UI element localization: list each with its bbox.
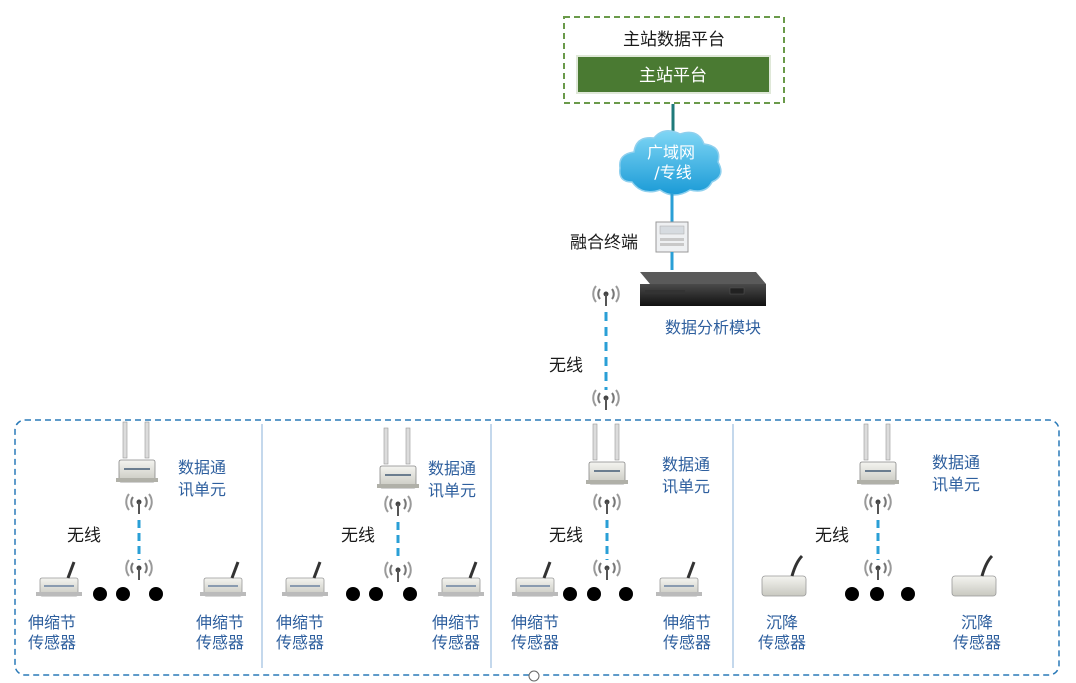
- unit-label-line2: 讯单元: [428, 481, 476, 500]
- wireless-label: 无线: [341, 526, 375, 546]
- unit-label-line2: 讯单元: [662, 477, 710, 496]
- wireless-signal-icon: [593, 493, 621, 515]
- group-3: 数据通 讯单元 无线 伸缩节 传感器 伸缩节 传感器: [510, 423, 711, 652]
- terminal-label: 融合终端: [570, 233, 638, 253]
- ellipsis-dot: [369, 587, 383, 601]
- settlement-sensor-icon: [760, 554, 808, 598]
- ellipsis-dot: [346, 587, 360, 601]
- master-platform-box: [576, 55, 771, 94]
- unit-label-line2: 讯单元: [932, 475, 980, 494]
- ellipsis-dot: [149, 587, 163, 601]
- ellipsis-dot: [619, 587, 633, 601]
- fusion-terminal-icon: [655, 221, 689, 253]
- wireless-label: 无线: [815, 526, 849, 546]
- sensor-left-label-1: 沉降: [766, 613, 798, 632]
- unit-label-line1: 数据通: [428, 459, 476, 478]
- master-platform-label: 主站平台: [639, 66, 707, 86]
- data-comm-unit-icon: [115, 421, 159, 483]
- group-4: 数据通 讯单元 无线 沉降 传感器 沉降 传感器: [758, 423, 1001, 652]
- unit-label-line1: 数据通: [662, 455, 710, 474]
- wan-cloud-icon: [619, 130, 722, 196]
- frame-handle: [528, 670, 540, 682]
- unit-label-line1: 数据通: [178, 458, 226, 477]
- wireless-signal-icon: [864, 559, 892, 581]
- group-1: 数据通 讯单元 无线 伸缩节 传感器 伸缩节 传感器: [28, 421, 248, 652]
- master-platform-title: 主站数据平台: [623, 30, 725, 50]
- ellipsis-dot: [901, 587, 915, 601]
- ellipsis-dot: [93, 587, 107, 601]
- unit-label-line2: 讯单元: [178, 480, 226, 499]
- wireless-label: 无线: [549, 526, 583, 546]
- hub-wireless-signal-icon: [592, 389, 620, 411]
- sensor-right-label-2: 传感器: [663, 633, 711, 652]
- data-comm-unit-icon: [856, 423, 900, 485]
- data-comm-unit-icon: [585, 423, 629, 485]
- expansion-joint-sensor-icon: [654, 560, 704, 598]
- sensor-right-label-1: 伸缩节: [432, 613, 480, 632]
- group-2: 数据通 讯单元 无线 伸缩节 传感器 伸缩节 传感器: [276, 427, 486, 652]
- ellipsis-dot: [403, 587, 417, 601]
- wan-cloud-label-2: /专线: [654, 163, 691, 182]
- unit-label-line1: 数据通: [932, 453, 980, 472]
- top-wireless-label: 无线: [549, 356, 583, 376]
- sensor-left-label-1: 伸缩节: [511, 613, 559, 632]
- master-platform-frame: [563, 16, 785, 104]
- sensor-left-label-1: 伸缩节: [276, 613, 324, 632]
- sensor-right-label-2: 传感器: [432, 633, 480, 652]
- wireless-signal-icon: [384, 561, 412, 583]
- sensor-right-label-1: 伸缩节: [196, 613, 244, 632]
- wan-cloud-label-1: 广域网: [647, 143, 695, 162]
- sensor-right-label-2: 传感器: [196, 633, 244, 652]
- ellipsis-dot: [845, 587, 859, 601]
- expansion-joint-sensor-icon: [34, 560, 84, 598]
- sensor-right-label-1: 沉降: [961, 613, 993, 632]
- sensor-right-label-2: 传感器: [953, 633, 1001, 652]
- wireless-signal-icon: [384, 495, 412, 517]
- expansion-joint-sensor-icon: [280, 560, 330, 598]
- sensor-left-label-2: 传感器: [511, 633, 559, 652]
- wireless-signal-icon: [864, 493, 892, 515]
- expansion-joint-sensor-icon: [436, 560, 486, 598]
- sensor-left-label-2: 传感器: [758, 633, 806, 652]
- top-wireless-signal-icon: [592, 285, 620, 307]
- data-analysis-rack-icon: [640, 272, 766, 306]
- data-comm-unit-icon: [376, 427, 420, 489]
- wireless-signal-icon: [125, 493, 153, 515]
- sensor-left-label-2: 传感器: [276, 633, 324, 652]
- expansion-joint-sensor-icon: [510, 560, 560, 598]
- ellipsis-dot: [587, 587, 601, 601]
- analysis-label: 数据分析模块: [665, 318, 761, 337]
- wireless-signal-icon: [593, 559, 621, 581]
- wireless-label: 无线: [67, 526, 101, 546]
- ellipsis-dot: [563, 587, 577, 601]
- sensor-right-label-1: 伸缩节: [663, 613, 711, 632]
- ellipsis-dot: [870, 587, 884, 601]
- sensor-left-label-1: 伸缩节: [28, 613, 76, 632]
- sensor-left-label-2: 传感器: [28, 633, 76, 652]
- settlement-sensor-icon: [950, 554, 998, 598]
- wireless-signal-icon: [125, 559, 153, 581]
- ellipsis-dot: [116, 587, 130, 601]
- expansion-joint-sensor-icon: [198, 560, 248, 598]
